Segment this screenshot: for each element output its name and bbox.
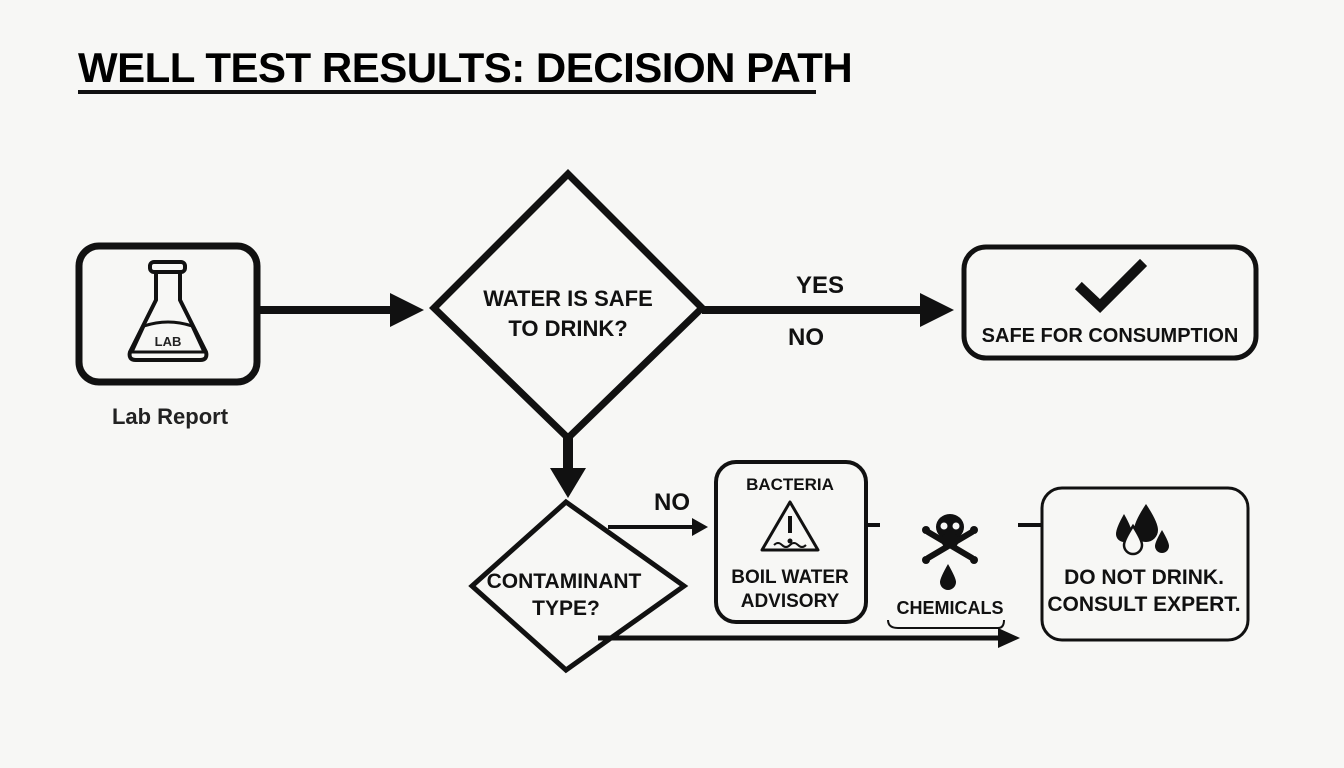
arrowhead xyxy=(998,628,1020,648)
chemicals-label: CHEMICALS xyxy=(897,598,1004,618)
bacteria-node: BACTERIA BOIL WATER ADVISORY xyxy=(714,460,868,624)
chemicals-bracket xyxy=(887,619,1005,629)
lab-report-node: LAB xyxy=(75,242,261,386)
bacteria-heading: BACTERIA xyxy=(746,475,834,494)
do-not-drink-line1: DO NOT DRINK. xyxy=(1064,566,1224,589)
flask-icon: LAB xyxy=(127,260,209,362)
do-not-drink-line2: CONSULT EXPERT. xyxy=(1047,593,1240,616)
drops-icon xyxy=(1116,504,1169,556)
do-not-drink-node: DO NOT DRINK. CONSULT EXPERT. xyxy=(1040,486,1250,642)
drop-icon xyxy=(940,564,956,590)
safe-result-node: SAFE FOR CONSUMPTION xyxy=(961,244,1259,361)
chemicals-node: CHEMICALS xyxy=(887,514,1005,629)
safe-question-line1: WATER IS SAFE xyxy=(483,286,653,311)
arrowhead xyxy=(390,293,424,327)
warning-triangle-icon xyxy=(760,500,820,552)
bacteria-line1: BOIL WATER xyxy=(731,567,849,588)
edge-yes-label: YES xyxy=(796,272,844,299)
arrowhead xyxy=(692,518,708,536)
skull-crossbones-icon xyxy=(922,514,978,564)
flask-label: LAB xyxy=(155,334,182,349)
safe-question-line2: TO DRINK? xyxy=(508,316,627,341)
page-title: WELL TEST RESULTS: DECISION PATH xyxy=(78,44,852,91)
checkmark-icon xyxy=(1074,258,1148,313)
edge-bacteria-label: NO xyxy=(654,489,690,516)
contaminant-question-node: CONTAMINANT TYPE? xyxy=(468,498,689,674)
arrowhead xyxy=(550,468,586,498)
contaminant-question-line1: CONTAMINANT xyxy=(487,570,642,593)
lab-report-label: Lab Report xyxy=(112,404,229,429)
edge-no-label: NO xyxy=(788,324,824,351)
contaminant-question-line2: TYPE? xyxy=(532,597,600,620)
safe-question-node: WATER IS SAFE TO DRINK? xyxy=(429,169,707,443)
bacteria-line2: ADVISORY xyxy=(741,591,840,612)
arrowhead xyxy=(920,293,954,327)
title-underline xyxy=(78,90,816,94)
safe-result-label: SAFE FOR CONSUMPTION xyxy=(982,325,1239,347)
